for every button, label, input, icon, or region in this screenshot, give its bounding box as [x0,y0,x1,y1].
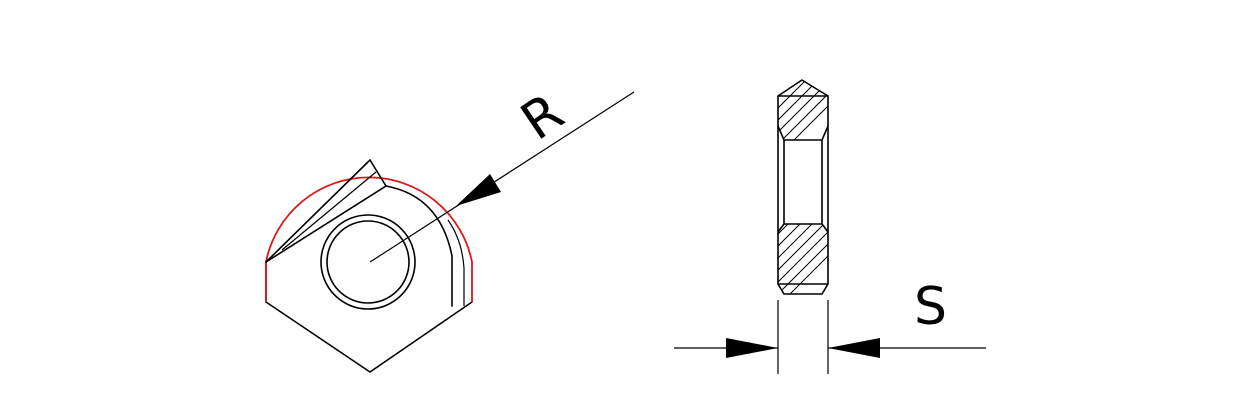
inner-face-curve [385,185,453,307]
radius-label: R [511,82,575,152]
thickness-label: S [914,277,947,337]
inner-face-curve-2 [447,219,465,306]
radius-arrowhead [456,174,501,206]
dimension-arrow-right [828,338,880,358]
bore-outer [320,214,416,310]
chamfer-line-2 [265,185,387,263]
radius-leader [369,91,635,263]
side-view: S [674,79,986,374]
hatch-bottom [778,224,828,294]
front-view: R [265,82,635,373]
bore-section [777,125,829,233]
bore-inner [326,220,410,304]
chamfer-line-3 [369,159,387,187]
hex-outline [265,261,473,373]
chamfer-line-4 [281,171,377,251]
chamfer-line-1 [265,159,371,263]
side-outline [777,79,829,295]
hatch-top [778,80,828,140]
dimension-arrow-left [726,338,778,358]
